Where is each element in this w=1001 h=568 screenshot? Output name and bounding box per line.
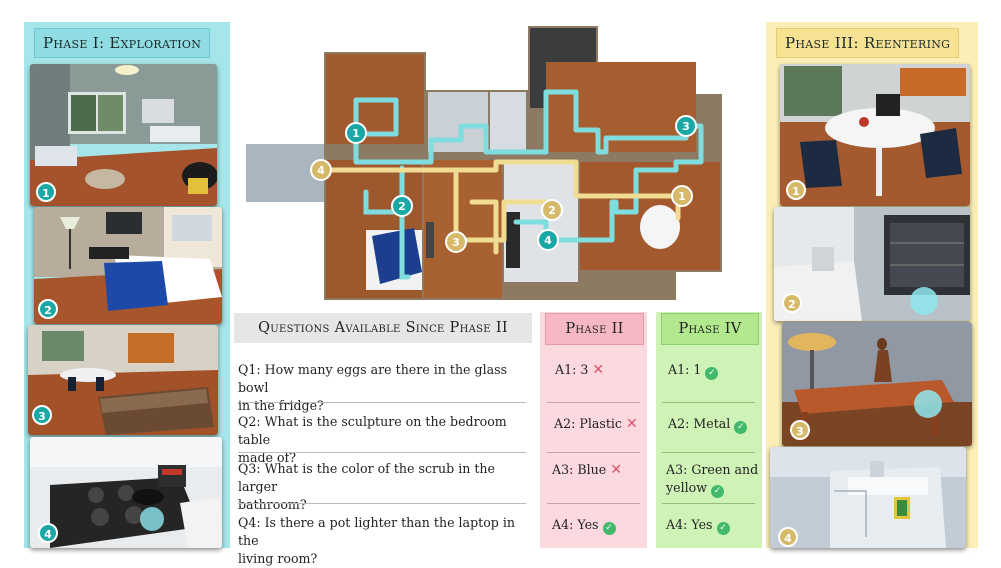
map-gold-label-2: 2 (548, 204, 556, 217)
phase2-answer-2-text: A2: Plastic (554, 416, 622, 431)
correct-icon: ✓ (734, 421, 748, 434)
phase4-answer-3: A3: Green and yellow ✓ (666, 461, 758, 498)
map-gold-label-1: 1 (678, 190, 686, 203)
phase1-badge-1: 1 (36, 182, 56, 202)
phase4-answer-3-line-1: A3: Green and (666, 462, 759, 477)
question-4-line-1: Q4: Is there a pot lighter than the lapt… (238, 515, 515, 548)
correct-icon: ✓ (602, 522, 616, 535)
incorrect-icon: ✕ (610, 462, 622, 478)
phase3-scene-1: 1 (780, 64, 970, 206)
question-4-line-2: living room? (238, 551, 318, 566)
question-3: Q3: What is the color of the scrub in th… (238, 460, 528, 514)
phase3-badge-3: 3 (790, 420, 810, 440)
phase1-badge-4: 4 (38, 523, 58, 543)
map-teal-label-3: 3 (682, 120, 690, 133)
phase1-scene-1: 1 (30, 64, 217, 206)
map-gold-marker-4 (310, 159, 332, 181)
map-gold-label-3: 3 (452, 236, 460, 249)
phase3-title: Phase III: Reentering (776, 28, 960, 58)
answer-divider (547, 503, 640, 504)
phase1-badge-2: 2 (38, 299, 58, 319)
question-2: Q2: What is the sculpture on the bedroom… (238, 413, 528, 467)
question-4: Q4: Is there a pot lighter than the lapt… (238, 514, 528, 568)
question-3-line-2: bathroom? (238, 497, 307, 512)
question-2-line-2: made of? (238, 450, 296, 465)
question-divider (238, 452, 526, 453)
map-gold-marker-2 (541, 199, 563, 221)
phase2-answer-3: A3: Blue ✕ (552, 461, 622, 479)
question-1: Q1: How many eggs are there in the glass… (238, 361, 528, 415)
map-gold-marker-1 (671, 185, 693, 207)
question-divider (238, 503, 526, 504)
phase2-column (540, 312, 647, 548)
answer-divider (662, 402, 755, 403)
question-1-line-2: in the fridge? (238, 398, 324, 413)
answer-divider (547, 452, 640, 453)
phase1-title: Phase I: Exploration (34, 28, 211, 58)
questions-header: Questions Available Since Phase II (234, 313, 532, 343)
phase1-scene-4: 4 (30, 437, 222, 548)
phase4-answer-2-text: A2: Metal (668, 416, 731, 431)
map-teal-label-1: 1 (352, 127, 360, 140)
phase2-answer-1: A1: 3 ✕ (555, 361, 604, 379)
correct-icon: ✓ (711, 485, 725, 498)
phase3-scene-4: 4 (770, 447, 966, 548)
map-teal-marker-3 (675, 115, 697, 137)
phase1-scene-3: 3 (28, 325, 218, 435)
phase3-badge-4: 4 (778, 527, 798, 547)
incorrect-icon: ✕ (592, 362, 605, 378)
answer-divider (547, 402, 640, 403)
phase2-header: Phase II (545, 313, 644, 345)
phase2-answer-4-text: A4: Yes (552, 517, 599, 532)
floor-plan-map: 1 2 3 4 1 2 3 4 (246, 22, 724, 300)
map-teal-marker-4 (537, 229, 559, 251)
map-teal-marker-2 (391, 195, 413, 217)
phase4-answer-4: A4: Yes ✓ (666, 516, 730, 535)
phase1-scene-2: 2 (34, 207, 222, 324)
correct-icon: ✓ (705, 367, 719, 380)
question-3-line-1: Q3: What is the color of the scrub in th… (238, 461, 495, 494)
phase4-header: Phase IV (661, 313, 759, 345)
answer-divider (662, 503, 755, 504)
phase3-badge-1: 1 (786, 180, 806, 200)
map-gold-marker-3 (445, 231, 467, 253)
phase3-scene-2: 2 (774, 207, 970, 321)
phase2-answer-4: A4: Yes ✓ (552, 516, 616, 535)
map-teal-label-2: 2 (398, 200, 406, 213)
answer-divider (662, 452, 755, 453)
question-1-line-1: Q1: How many eggs are there in the glass… (238, 362, 508, 395)
phase4-answer-1: A1: 1 ✓ (668, 361, 719, 380)
question-divider (238, 402, 526, 403)
question-2-line-1: Q2: What is the sculpture on the bedroom… (238, 414, 507, 447)
phase3-badge-2: 2 (782, 293, 802, 313)
incorrect-icon: ✕ (625, 416, 638, 432)
map-gold-label-4: 4 (317, 164, 325, 177)
phase2-answer-3-text: A3: Blue (552, 462, 607, 477)
correct-icon: ✓ (716, 522, 730, 535)
phase4-answer-2: A2: Metal ✓ (668, 415, 748, 434)
phase4-answer-1-text: A1: 1 (668, 362, 702, 377)
phase4-answer-4-text: A4: Yes (666, 517, 713, 532)
phase2-answer-1-text: A1: 3 (555, 362, 589, 377)
phase1-badge-3: 3 (32, 405, 52, 425)
map-teal-marker-1 (345, 122, 367, 144)
phase4-answer-3-line-2: yellow (666, 480, 707, 495)
phase2-answer-2: A2: Plastic ✕ (554, 415, 638, 433)
map-teal-label-4: 4 (544, 234, 552, 247)
phase3-scene-3: 3 (782, 322, 972, 446)
